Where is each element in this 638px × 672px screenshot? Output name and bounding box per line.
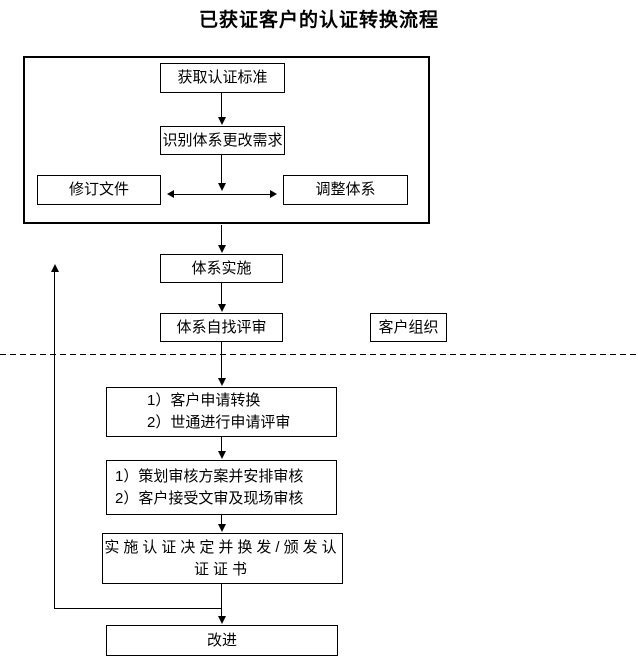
node-apply-conversion: 1）客户申请转换 2）世通进行申请评审 — [106, 387, 337, 437]
node-revise-documents: 修订文件 — [37, 175, 161, 205]
node-improve: 改进 — [106, 625, 338, 656]
connector-line — [221, 584, 222, 616]
arrow-down-icon — [218, 117, 226, 125]
system-change-container — [23, 56, 430, 224]
arrow-down-icon — [218, 245, 226, 253]
feedback-connector-line — [54, 272, 55, 609]
label-customer-organization: 客户组织 — [370, 313, 447, 342]
arrow-down-icon — [218, 183, 226, 191]
page-title: 已获证客户的认证转换流程 — [198, 10, 439, 31]
connector-line — [221, 155, 222, 184]
node-system-implement: 体系实施 — [160, 254, 283, 283]
connector-line — [221, 93, 222, 118]
node-decision-line-2: 证证书 — [193, 560, 251, 578]
section-divider-dashed — [0, 354, 638, 355]
node-apply-line-2: 2）世通进行申请评审 — [147, 414, 291, 431]
connector-line — [221, 342, 222, 378]
connector-line — [174, 194, 271, 195]
feedback-connector-line — [54, 608, 222, 609]
node-apply-line-1: 1）客户申请转换 — [147, 392, 261, 409]
arrow-down-icon — [218, 451, 226, 459]
node-plan-line-1: 1）策划审核方案并安排审核 — [115, 467, 304, 485]
connector-line — [221, 437, 222, 451]
arrow-down-icon — [218, 378, 226, 386]
node-self-review: 体系自找评审 — [160, 313, 283, 342]
arrow-up-icon — [51, 264, 59, 272]
connector-line — [221, 515, 222, 524]
node-adjust-system: 调整体系 — [283, 175, 408, 205]
node-certification-decision: 实施认证决定并换发/颁发认 证证书 — [102, 533, 343, 584]
connector-line — [221, 225, 222, 245]
node-decision-line-1: 实施认证决定并换发/颁发认 — [104, 538, 341, 556]
node-plan-audit: 1）策划审核方案并安排审核 2）客户接受文审及现场审核 — [106, 460, 337, 515]
arrow-down-icon — [218, 304, 226, 312]
node-identify-change: 识别体系更改需求 — [160, 126, 285, 155]
node-plan-line-2: 2）客户接受文审及现场审核 — [115, 489, 304, 507]
arrow-right-icon — [270, 190, 277, 198]
node-obtain-standard: 获取认证标准 — [160, 63, 285, 93]
connector-line — [221, 283, 222, 304]
arrow-down-icon — [218, 616, 226, 624]
arrow-left-icon — [167, 190, 174, 198]
arrow-down-icon — [218, 524, 226, 532]
